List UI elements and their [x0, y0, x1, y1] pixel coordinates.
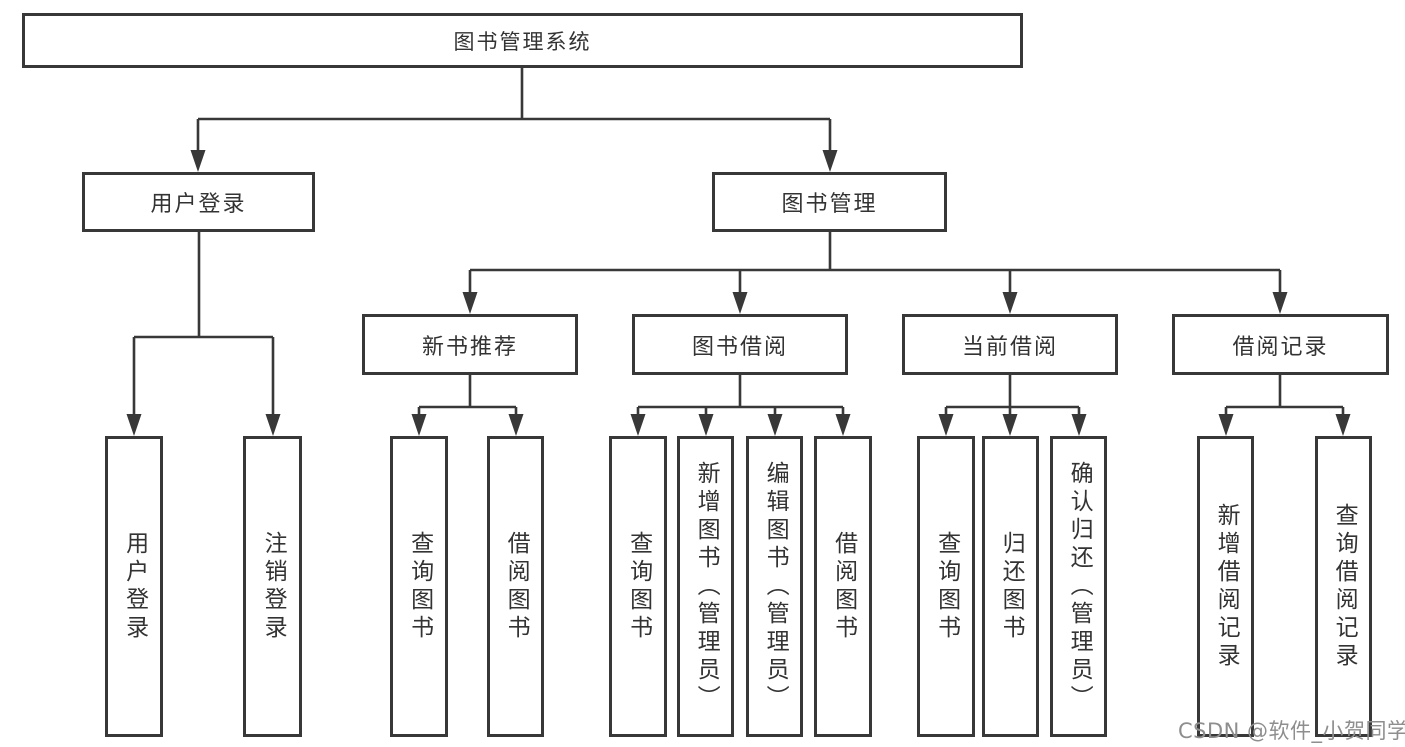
node-book-management-branch: 图书管理 — [712, 172, 947, 232]
node-label: 借阅图书 — [830, 530, 857, 643]
leaf-borrow-books-recommend: 借阅图书 — [487, 436, 544, 737]
node-new-book-recommend: 新书推荐 — [362, 314, 578, 375]
leaf-edit-books-admin: 编辑图书（管理员） — [746, 436, 803, 737]
node-label: 确认归还（管理员） — [1066, 460, 1093, 713]
node-label: 查询图书 — [625, 530, 652, 643]
node-label: 查询图书 — [406, 530, 433, 643]
node-label: 用户登录 — [121, 530, 148, 643]
node-book-borrowing: 图书借阅 — [632, 314, 848, 375]
node-user-login-branch: 用户登录 — [82, 172, 315, 232]
node-label: 借阅记录 — [1232, 334, 1329, 360]
node-label: 新增图书（管理员） — [693, 460, 720, 713]
connector-arrowheads — [126, 150, 1351, 436]
node-label: 借阅图书 — [503, 530, 530, 643]
csdn-watermark: CSDN @软件_小贺同学 — [1178, 719, 1405, 743]
node-label: 编辑图书（管理员） — [762, 460, 789, 713]
leaf-add-books-admin: 新增图书（管理员） — [677, 436, 734, 737]
leaf-query-books-recommend: 查询图书 — [390, 436, 448, 737]
node-label: 新增借阅记录 — [1213, 502, 1240, 671]
leaf-add-borrow-record: 新增借阅记录 — [1197, 436, 1254, 737]
node-label: 图书借阅 — [691, 334, 788, 360]
node-current-borrowing: 当前借阅 — [902, 314, 1118, 375]
leaf-query-borrow-record: 查询借阅记录 — [1315, 436, 1372, 737]
node-label: 查询图书 — [933, 530, 960, 643]
leaf-confirm-return-admin: 确认归还（管理员） — [1050, 436, 1107, 737]
leaf-logout: 注销登录 — [243, 436, 302, 737]
node-label: 新书推荐 — [421, 334, 518, 360]
node-library-management-system: 图书管理系统 — [22, 13, 1023, 68]
leaf-query-books-current: 查询图书 — [917, 436, 975, 737]
leaf-borrow-books: 借阅图书 — [814, 436, 872, 737]
leaf-query-books-borrowing: 查询图书 — [609, 436, 667, 737]
node-label: 归还图书 — [998, 530, 1025, 643]
connector-segments — [132, 68, 1345, 418]
node-label: 查询借阅记录 — [1331, 502, 1358, 671]
node-borrowing-records: 借阅记录 — [1172, 314, 1389, 375]
node-label: 用户登录 — [150, 192, 247, 217]
node-label: 图书管理系统 — [453, 29, 592, 54]
leaf-user-login: 用户登录 — [105, 436, 163, 737]
node-label: 注销登录 — [260, 530, 287, 643]
node-label: 当前借阅 — [961, 334, 1058, 360]
node-label: 图书管理 — [781, 192, 878, 217]
leaf-return-books: 归还图书 — [982, 436, 1039, 737]
